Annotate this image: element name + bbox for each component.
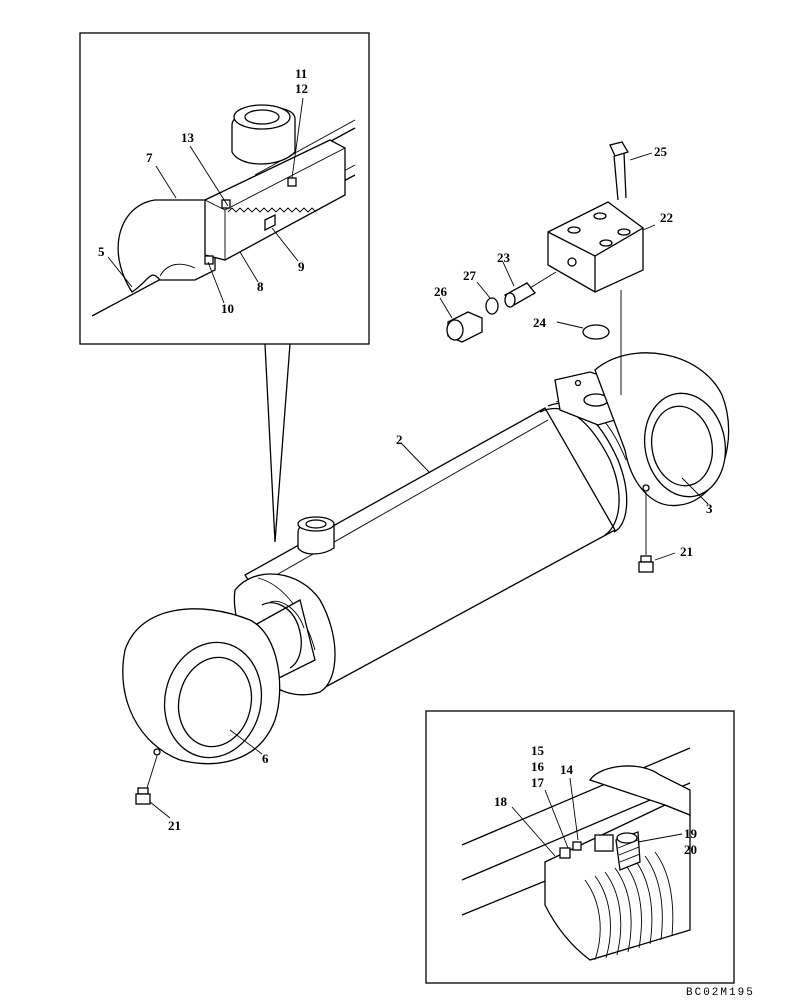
callout-3: 3 — [706, 501, 713, 516]
callout-17: 17 — [531, 775, 545, 790]
callout-22: 22 — [660, 210, 673, 225]
callout-12: 12 — [295, 81, 308, 96]
detail-inset-rod-seal — [79, 32, 370, 345]
callout-6: 6 — [262, 751, 269, 766]
callout-16: 16 — [531, 759, 545, 774]
grease-fitting-front — [135, 755, 171, 819]
callout-23: 23 — [497, 250, 511, 265]
valve-block-assembly — [439, 141, 656, 395]
callout-13: 13 — [181, 130, 195, 145]
cylinder-assembly — [122, 352, 730, 765]
callout-2: 2 — [396, 432, 403, 447]
callout-5: 5 — [98, 244, 105, 259]
detail-inset-piston-seal — [425, 710, 735, 984]
callout-8: 8 — [257, 279, 264, 294]
callout-10: 10 — [221, 301, 234, 316]
callout-9: 9 — [298, 259, 305, 274]
callout-21-rear: 21 — [680, 544, 693, 559]
callout-15: 15 — [531, 743, 545, 758]
callout-27: 27 — [463, 268, 477, 283]
callout-20: 20 — [684, 842, 697, 857]
callout-19: 19 — [684, 826, 698, 841]
callout-7: 7 — [146, 150, 153, 165]
grease-fitting-rear — [638, 492, 676, 573]
inset-pointer — [264, 343, 291, 543]
callout-21-front: 21 — [168, 818, 181, 833]
drawing-code: BC02M195 — [686, 987, 755, 999]
callout-14: 14 — [560, 762, 574, 777]
callout-11: 11 — [295, 66, 307, 81]
callout-24: 24 — [533, 315, 547, 330]
callout-26: 26 — [434, 284, 448, 299]
callout-18: 18 — [494, 794, 508, 809]
callout-25: 25 — [654, 144, 668, 159]
